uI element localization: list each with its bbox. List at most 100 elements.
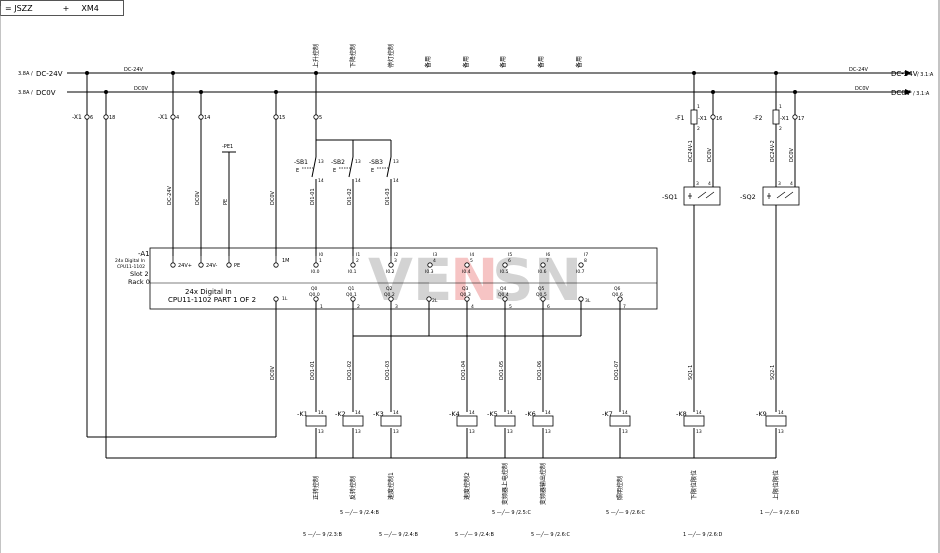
watermark: VE N SN	[368, 246, 582, 314]
input-pin: 3	[394, 258, 397, 264]
relay-tag: -K5	[487, 410, 498, 418]
relay-pin: 14	[469, 410, 475, 416]
cross-ref: 5 —╱— 9 /2.6:C	[531, 531, 570, 538]
top-label-group: 上升控制 下降控制 停灯控制 备用 备用 备用 备用 备用	[312, 44, 583, 68]
do-label: SQ1-1	[688, 365, 694, 380]
bottom-label: 正转控制	[312, 476, 320, 500]
junction-dot	[171, 71, 175, 75]
plc-slot: Slot 2	[130, 270, 149, 278]
output-pin: 2	[357, 304, 360, 310]
relay-pin: 13	[622, 429, 628, 435]
neg-in-rating: 3.8A /	[18, 90, 33, 96]
input-name: I7	[584, 252, 588, 258]
input-labels: I0 1 I0.0 I1 2 I0.1 I2 3 I0.2 I3 4 I0.3 …	[311, 252, 588, 275]
x1-pin: 14	[204, 115, 210, 121]
fuse-pin-top: 1	[779, 104, 782, 110]
junction-dot	[274, 90, 278, 94]
relay-tag: -K1	[297, 410, 308, 418]
watermark-right: SN	[492, 246, 582, 314]
wire-label: DC0V	[270, 365, 276, 380]
fuse-x1: -X1	[780, 116, 789, 122]
cross-ref: 5 —╱— 9 /2.4:B	[379, 531, 418, 538]
output-name: Q5	[538, 286, 545, 292]
sensor-pin: 3	[696, 181, 699, 187]
relay-k9: -K9 14 13	[756, 410, 787, 435]
input-pin: 1	[319, 258, 322, 264]
cross-ref: 5 —╱— 9 /2.3:B	[303, 531, 342, 538]
do-label: DO1-03	[385, 361, 391, 380]
input-addr: I0.1	[348, 269, 357, 275]
top-label: 备用	[575, 56, 583, 68]
relay-tag: -K3	[373, 410, 384, 418]
watermark-left: VE	[368, 246, 453, 314]
input-addr: I0.0	[311, 269, 320, 275]
junction-dot	[774, 71, 778, 75]
switch-pin: 14	[355, 178, 361, 184]
common-label: 1L	[282, 296, 288, 302]
output-labels: Q0 Q0.0 1 Q1 Q0.1 2 Q2 Q0.2 3 Q3 Q0.3 4 …	[282, 286, 626, 310]
fuse-tag: -F1	[675, 115, 685, 122]
pos-in-name: DC-24V	[36, 70, 63, 78]
fuse-x1: -X1	[698, 116, 707, 122]
watermark-mid: N	[450, 246, 499, 314]
neg-out-wire-label: DC0V	[855, 86, 870, 92]
input-addr: I0.3	[425, 269, 434, 275]
input-pin: 8	[584, 258, 587, 264]
junction-dot	[711, 90, 715, 94]
bottom-label-group: 正转控制 反转控制 速度控制1 速度控制2 变频器上电控制 变频器输出控制 照明…	[312, 463, 780, 505]
sensor-pin: 4	[790, 181, 793, 187]
plc-tag: -A1	[138, 250, 150, 258]
output-name: Q1	[348, 286, 355, 292]
top-label: 备用	[499, 56, 507, 68]
sensor-pin: 4	[708, 181, 711, 187]
junction-dot	[793, 90, 797, 94]
pos-out-name: DC-24V	[891, 70, 918, 78]
output-addr: Q0.1	[346, 292, 357, 298]
sensor-tag: -SQ1	[662, 193, 678, 201]
input-addr: I0.5	[500, 269, 509, 275]
input-pin: 7	[546, 258, 549, 264]
junction-dot	[314, 71, 318, 75]
input-pin: 5	[470, 258, 473, 264]
input-name: I5	[508, 252, 512, 258]
do-label: DO1-02	[347, 361, 353, 380]
input-pin: 4	[433, 258, 436, 264]
relay-pin: 14	[696, 410, 702, 416]
bottom-label: 变频器上电控制	[501, 463, 509, 505]
relay-group: -K1 14 13 -K2 14 13 -K3 14 13 -K4 14 13 …	[297, 410, 787, 435]
pe-tag: -PE1	[222, 144, 233, 150]
pos-arrow-icon	[905, 70, 912, 76]
plc-rack: Rack 0	[128, 278, 150, 286]
sensor-symbol-icon	[767, 191, 794, 199]
input-name: I3	[433, 252, 437, 258]
wire-label: DI1-01	[310, 188, 316, 205]
x1-pin: 15	[279, 115, 285, 121]
relay-pin: 13	[778, 429, 784, 435]
x1-tag: -X1	[72, 114, 82, 121]
switch-tag: -SB2	[331, 159, 345, 166]
output-pin: 3	[395, 304, 398, 310]
output-name: Q0	[311, 286, 318, 292]
sensor-tag: -SQ2	[740, 193, 756, 201]
relay-tag: -K9	[756, 410, 767, 418]
page-label: = JSZZ	[5, 3, 33, 13]
relay-pin: 13	[469, 429, 475, 435]
bottom-label: 变频器输出控制	[539, 463, 547, 505]
junction-dot	[692, 71, 696, 75]
page-tab-bar: = JSZZ + XM4	[0, 0, 124, 16]
right-wire-labels: DC24V-1 DC0V DC24V-2 DC0V	[688, 140, 795, 162]
terminal-markers	[84, 114, 319, 120]
do-label: DO1-06	[537, 361, 543, 380]
relay-k1: -K1 14 13	[297, 410, 327, 435]
relay-tag: -K8	[676, 410, 687, 418]
output-pin: 6	[547, 304, 550, 310]
wire-label: PE	[223, 199, 229, 205]
output-name: Q6	[614, 286, 621, 292]
do-label: DO1-07	[614, 361, 620, 380]
input-name: I1	[356, 252, 360, 258]
relay-k5: -K5 14 13	[487, 410, 516, 435]
relay-pin: 13	[393, 429, 399, 435]
switch-pin: 13	[393, 159, 399, 165]
